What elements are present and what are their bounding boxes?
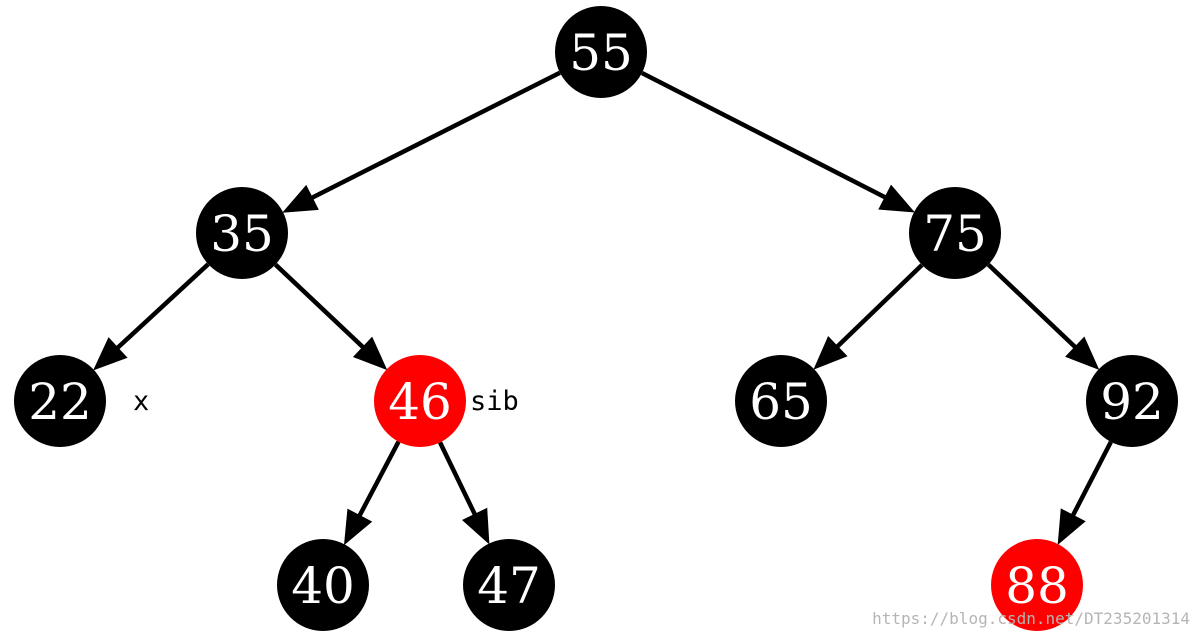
node-label: 75 [923, 205, 987, 263]
arrowhead [1057, 508, 1086, 546]
node-circle [1086, 355, 1178, 447]
node-label: 22 [28, 373, 92, 431]
node-65: 65 [735, 355, 827, 447]
node-label: 46 [388, 373, 452, 431]
node-label: 88 [1005, 557, 1069, 615]
node-47: 47 [463, 539, 555, 631]
edge-75-65 [813, 263, 924, 370]
node-35: 35 [196, 187, 288, 279]
node-circle [735, 355, 827, 447]
edge-line [986, 263, 1078, 350]
node-label: 40 [291, 557, 355, 615]
arrowhead [343, 508, 373, 546]
edge-line [834, 263, 924, 350]
arrowhead [878, 184, 915, 213]
edge-55-35 [282, 70, 561, 213]
node-circle [991, 539, 1083, 631]
node-label: 65 [749, 373, 813, 431]
edge-35-22 [93, 262, 210, 371]
node-circle [14, 355, 106, 447]
edge-line [115, 262, 210, 351]
sib-annotation: sib [470, 386, 519, 417]
node-40: 40 [277, 539, 369, 631]
edge-line [356, 440, 401, 518]
node-circle [277, 539, 369, 631]
edge-55-75 [640, 70, 915, 213]
arrowhead [461, 507, 490, 545]
node-circle [196, 187, 288, 279]
watermark: https://blog.csdn.net/DT235201314 [872, 609, 1190, 628]
edge-line [273, 262, 366, 350]
edge-92-88 [1057, 440, 1113, 546]
edge-35-46 [273, 262, 388, 371]
node-label: 35 [210, 205, 274, 263]
x-annotation: x [133, 386, 149, 417]
arrowhead [1065, 336, 1100, 371]
edge-line [309, 70, 561, 201]
arrowhead [813, 336, 848, 370]
edge-75-92 [986, 263, 1100, 371]
node-92: 92 [1086, 355, 1178, 447]
node-88: 88 [991, 539, 1083, 631]
arrowhead [93, 337, 128, 371]
edge-line [1070, 440, 1113, 518]
node-label: 47 [477, 557, 541, 615]
edges-layer [93, 70, 1113, 546]
edge-line [640, 70, 888, 200]
arrowhead [282, 184, 319, 213]
edge-line [438, 441, 478, 517]
node-75: 75 [909, 187, 1001, 279]
arrowhead [352, 336, 388, 371]
edge-46-47 [438, 441, 490, 545]
node-circle [463, 539, 555, 631]
node-label: 92 [1100, 373, 1164, 431]
node-label: 55 [569, 24, 633, 82]
node-circle [909, 187, 1001, 279]
edge-46-40 [343, 440, 401, 546]
node-22: 22 [14, 355, 106, 447]
nodes-layer: 55 35 75 22 46 65 92 40 47 88 [14, 6, 1178, 631]
node-55: 55 [555, 6, 647, 98]
node-circle [555, 6, 647, 98]
node-46: 46 [374, 355, 466, 447]
node-circle [374, 355, 466, 447]
